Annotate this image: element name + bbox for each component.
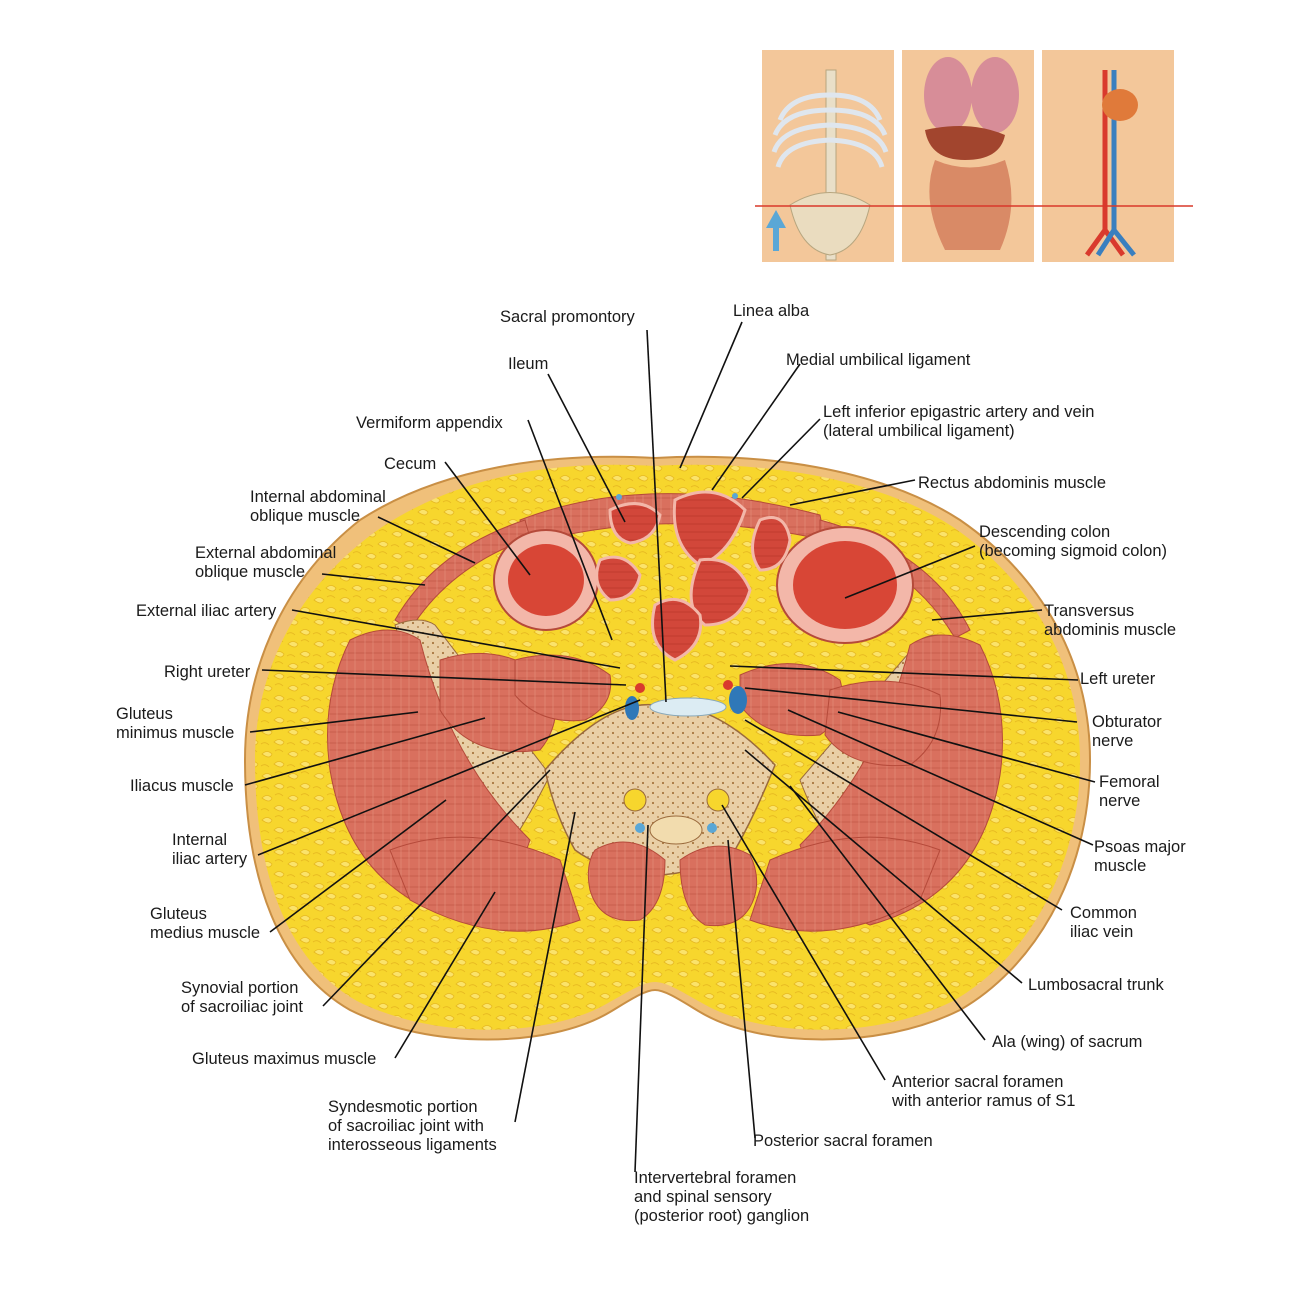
right-psoas bbox=[514, 654, 612, 722]
label-left-inferior-epigastric: Left inferior epigastric artery and vein… bbox=[823, 403, 1099, 440]
label-femoral-nerve: Femoral nerve bbox=[1099, 773, 1164, 810]
label-gluteus-maximus: Gluteus maximus muscle bbox=[192, 1050, 376, 1068]
cross-section bbox=[243, 455, 1092, 1041]
leader-lines bbox=[244, 321, 1096, 1173]
label-descending-colon: Descending colon (becoming sigmoid colon… bbox=[979, 523, 1167, 560]
label-rectus-abdominis: Rectus abdominis muscle bbox=[918, 474, 1106, 492]
label-medial-umbilical-ligament: Medial umbilical ligament bbox=[786, 351, 971, 369]
right-foramen bbox=[623, 788, 647, 812]
label-obturator-nerve: Obturator nerve bbox=[1092, 713, 1166, 750]
label-cecum: Cecum bbox=[384, 455, 436, 473]
label-vermiform-appendix: Vermiform appendix bbox=[356, 414, 503, 432]
up-arrow-icon bbox=[766, 210, 786, 251]
label-common-iliac-vein: Common iliac vein bbox=[1070, 904, 1142, 941]
left-gluteus-maximus bbox=[749, 836, 941, 932]
labels: Sacral promontory Linea alba Ileum Media… bbox=[116, 302, 1190, 1225]
sacral-canal bbox=[649, 815, 703, 845]
left-iliacus bbox=[824, 680, 942, 767]
lateral-wall-left bbox=[394, 519, 531, 631]
left-foramen bbox=[706, 788, 730, 812]
label-intervertebral-foramen: Intervertebral foramen and spinal sensor… bbox=[634, 1169, 809, 1225]
label-left-ureter: Left ureter bbox=[1080, 670, 1156, 688]
inset-skeleton-panel bbox=[771, 69, 889, 261]
inset-vessels-panel bbox=[1084, 70, 1138, 257]
label-gluteus-medius: Gluteus medius muscle bbox=[150, 905, 260, 942]
label-right-ureter: Right ureter bbox=[164, 663, 251, 681]
label-lumbosacral-trunk: Lumbosacral trunk bbox=[1028, 976, 1164, 994]
label-posterior-sacral-foramen: Posterior sacral foramen bbox=[753, 1132, 933, 1150]
bowel-loops bbox=[493, 490, 914, 662]
label-gluteus-minimus: Gluteus minimus muscle bbox=[116, 705, 234, 742]
inset-figure bbox=[755, 50, 1193, 262]
label-transversus-abdominis: Transversus abdominis muscle bbox=[1044, 602, 1176, 639]
label-external-abdominal-oblique: External abdominal oblique muscle bbox=[195, 544, 341, 581]
label-linea-alba: Linea alba bbox=[733, 302, 810, 320]
label-sacral-promontory: Sacral promontory bbox=[500, 308, 636, 326]
label-psoas-major: Psoas major muscle bbox=[1094, 838, 1190, 875]
label-internal-abdominal-oblique: Internal abdominal oblique muscle bbox=[250, 488, 390, 525]
label-synovial-sacroiliac: Synovial portion of sacroiliac joint bbox=[181, 979, 303, 1016]
inset-organs-panel bbox=[924, 57, 1019, 250]
label-internal-iliac-artery: Internal iliac artery bbox=[172, 831, 248, 868]
label-anterior-sacral-foramen: Anterior sacral foramen with anterior ra… bbox=[891, 1073, 1075, 1110]
label-external-iliac-artery: External iliac artery bbox=[136, 602, 277, 620]
label-ala-of-sacrum: Ala (wing) of sacrum bbox=[992, 1033, 1142, 1051]
label-iliacus-muscle: Iliacus muscle bbox=[130, 777, 234, 795]
label-syndesmotic-sacroiliac: Syndesmotic portion of sacroiliac joint … bbox=[328, 1098, 497, 1154]
vertebral-disc bbox=[649, 697, 727, 717]
label-ileum: Ileum bbox=[508, 355, 548, 373]
right-gluteus-maximus bbox=[389, 836, 581, 932]
